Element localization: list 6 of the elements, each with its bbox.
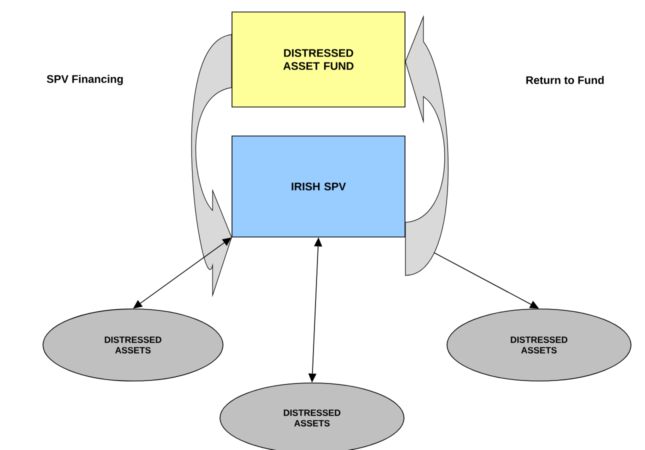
curved-block-arrow: [405, 16, 448, 276]
arrow-caption: SPV Financing: [46, 74, 123, 86]
entity-box: IRISH SPV: [232, 136, 406, 238]
arrow-caption: Return to Fund: [526, 76, 604, 84]
curved-block-arrow: [191, 34, 232, 296]
entity-box: DISTRESSED ASSET FUND: [232, 12, 406, 108]
